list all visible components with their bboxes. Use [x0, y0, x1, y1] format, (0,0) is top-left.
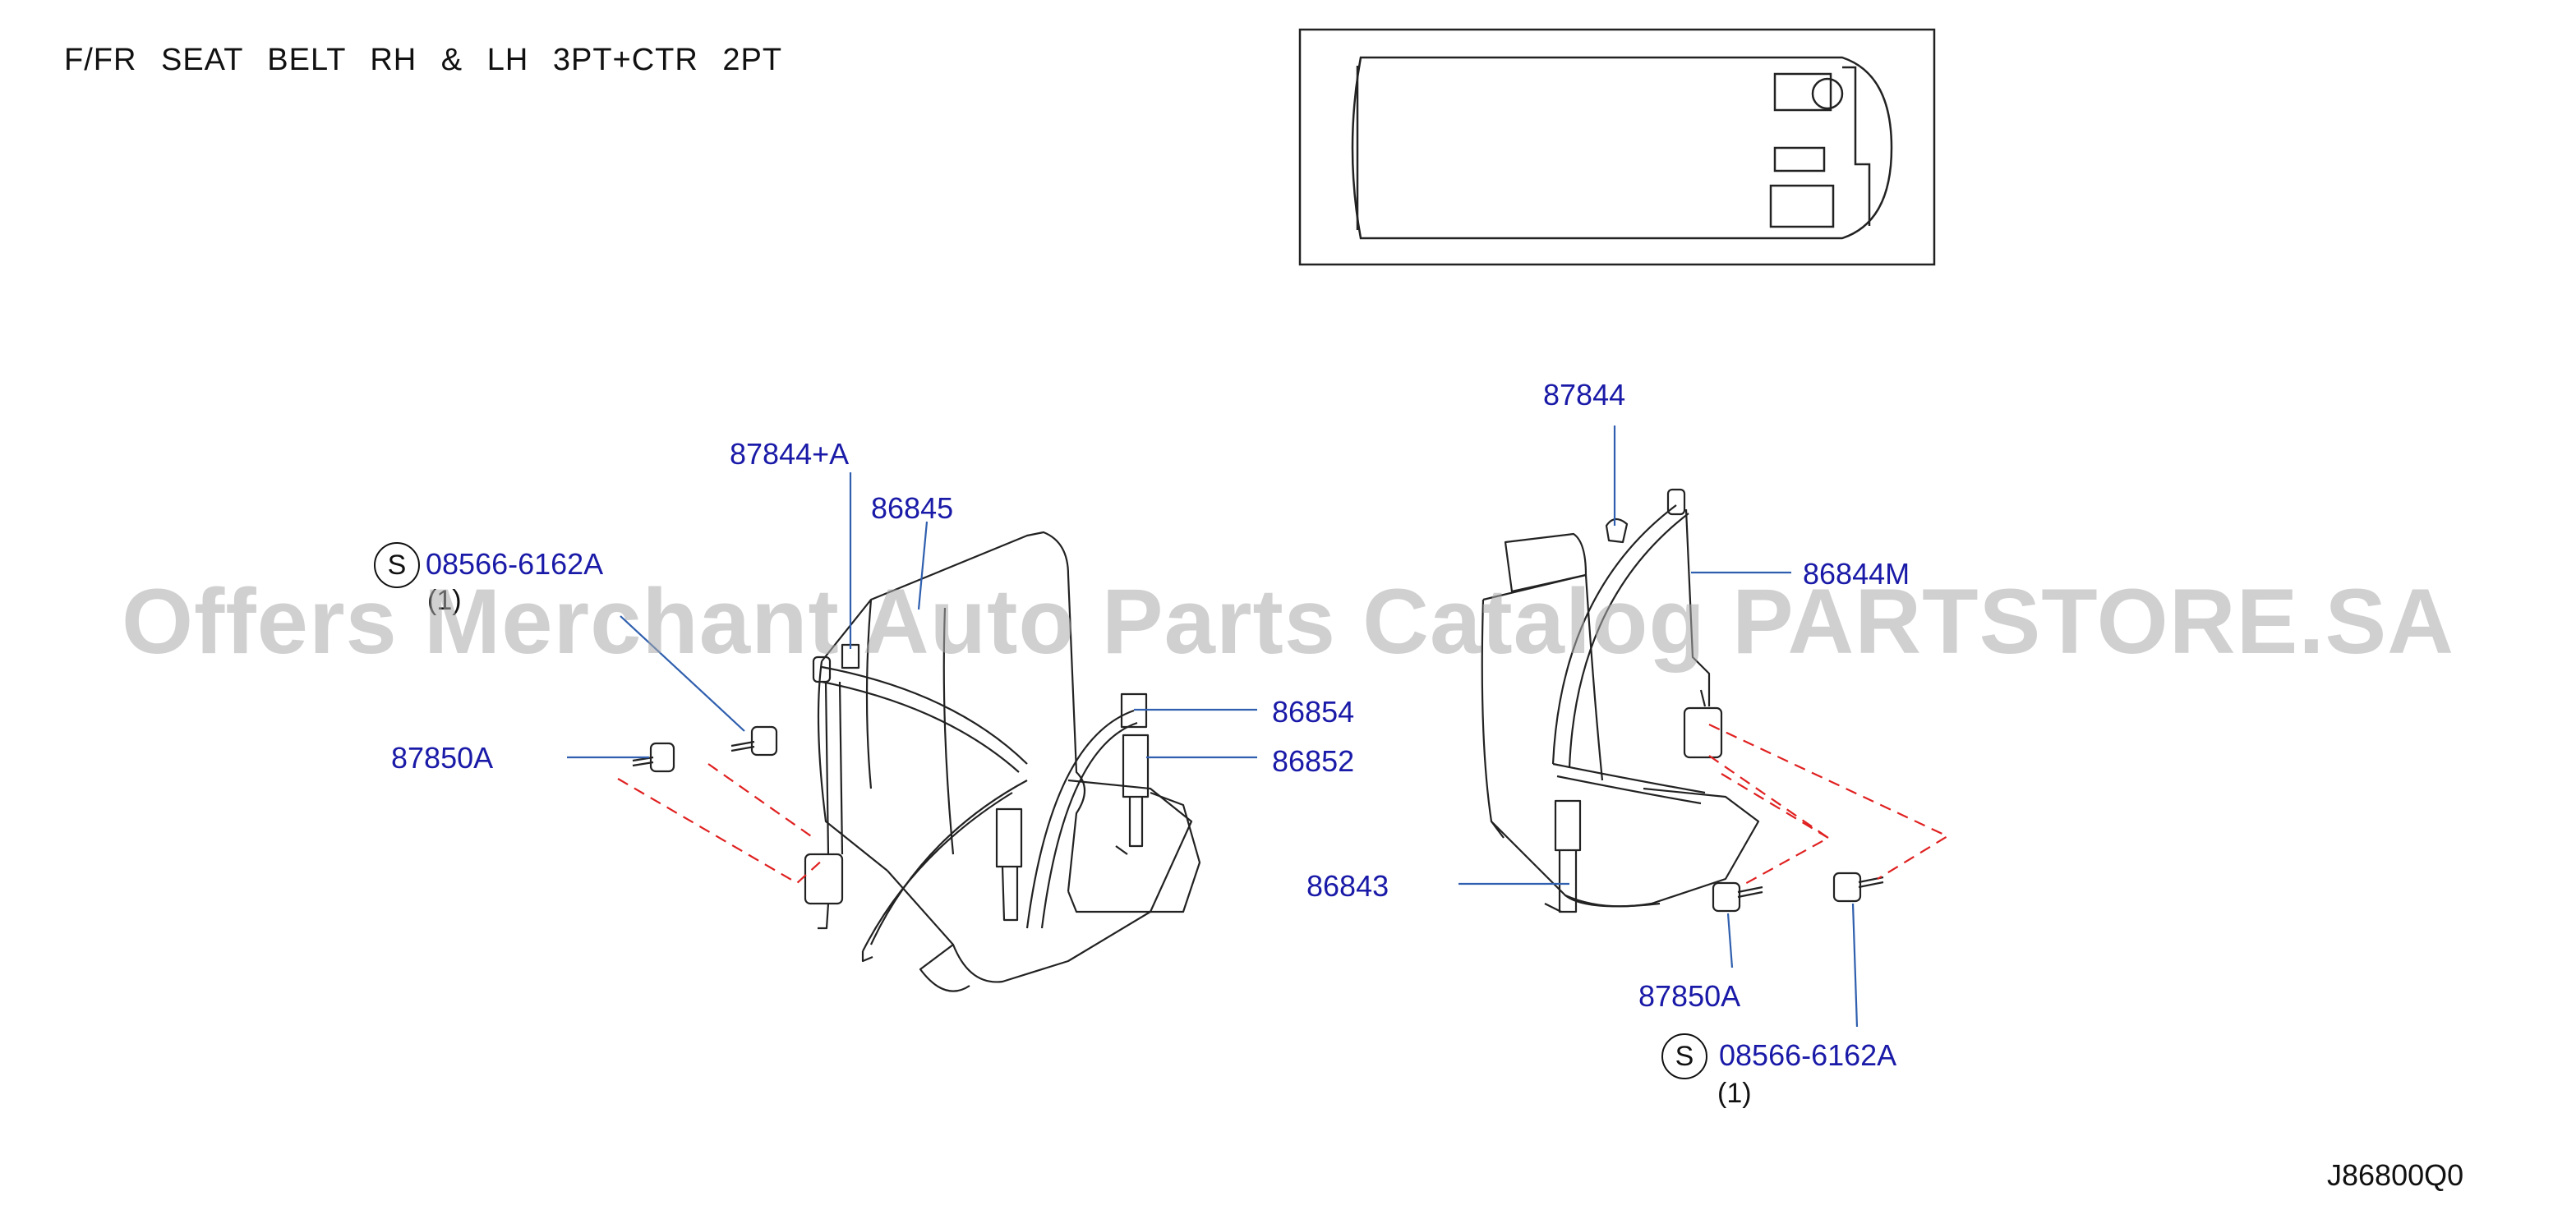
callout-87850A-right[interactable]: 87850A [1638, 979, 1741, 1013]
left-bolts [632, 725, 778, 773]
callout-08566-6162A-left[interactable]: 08566-6162A [426, 547, 604, 581]
callout-08566-6162A-right[interactable]: 08566-6162A [1719, 1038, 1897, 1072]
callout-87850A-left[interactable]: 87850A [391, 741, 494, 775]
s-standard-part-icon: S [374, 542, 420, 588]
right-seat-assembly [1481, 488, 1760, 913]
callout-87844[interactable]: 87844 [1543, 378, 1626, 412]
vehicle-locator-inset [1298, 28, 1936, 266]
diagram-title: F/FR SEAT BELT RH & LH 3PT+CTR 2PT [64, 43, 783, 77]
left-seat-assembly [804, 531, 1201, 992]
callout-86845[interactable]: 86845 [871, 491, 954, 525]
callout-86843[interactable]: 86843 [1306, 869, 1389, 903]
dashed-assembly-lines [617, 724, 1950, 886]
s-standard-part-icon: S [1661, 1033, 1707, 1079]
leader-lines [567, 426, 1859, 1028]
callout-86852[interactable]: 86852 [1272, 744, 1355, 778]
callout-86854[interactable]: 86854 [1272, 695, 1355, 729]
callout-86844M[interactable]: 86844M [1803, 557, 1910, 591]
right-bolts [1712, 872, 1884, 913]
quantity-left: (1) [427, 585, 462, 616]
callout-87844A[interactable]: 87844+A [730, 437, 850, 471]
diagram-code: J86800Q0 [2327, 1158, 2464, 1192]
quantity-right: (1) [1717, 1078, 1752, 1109]
